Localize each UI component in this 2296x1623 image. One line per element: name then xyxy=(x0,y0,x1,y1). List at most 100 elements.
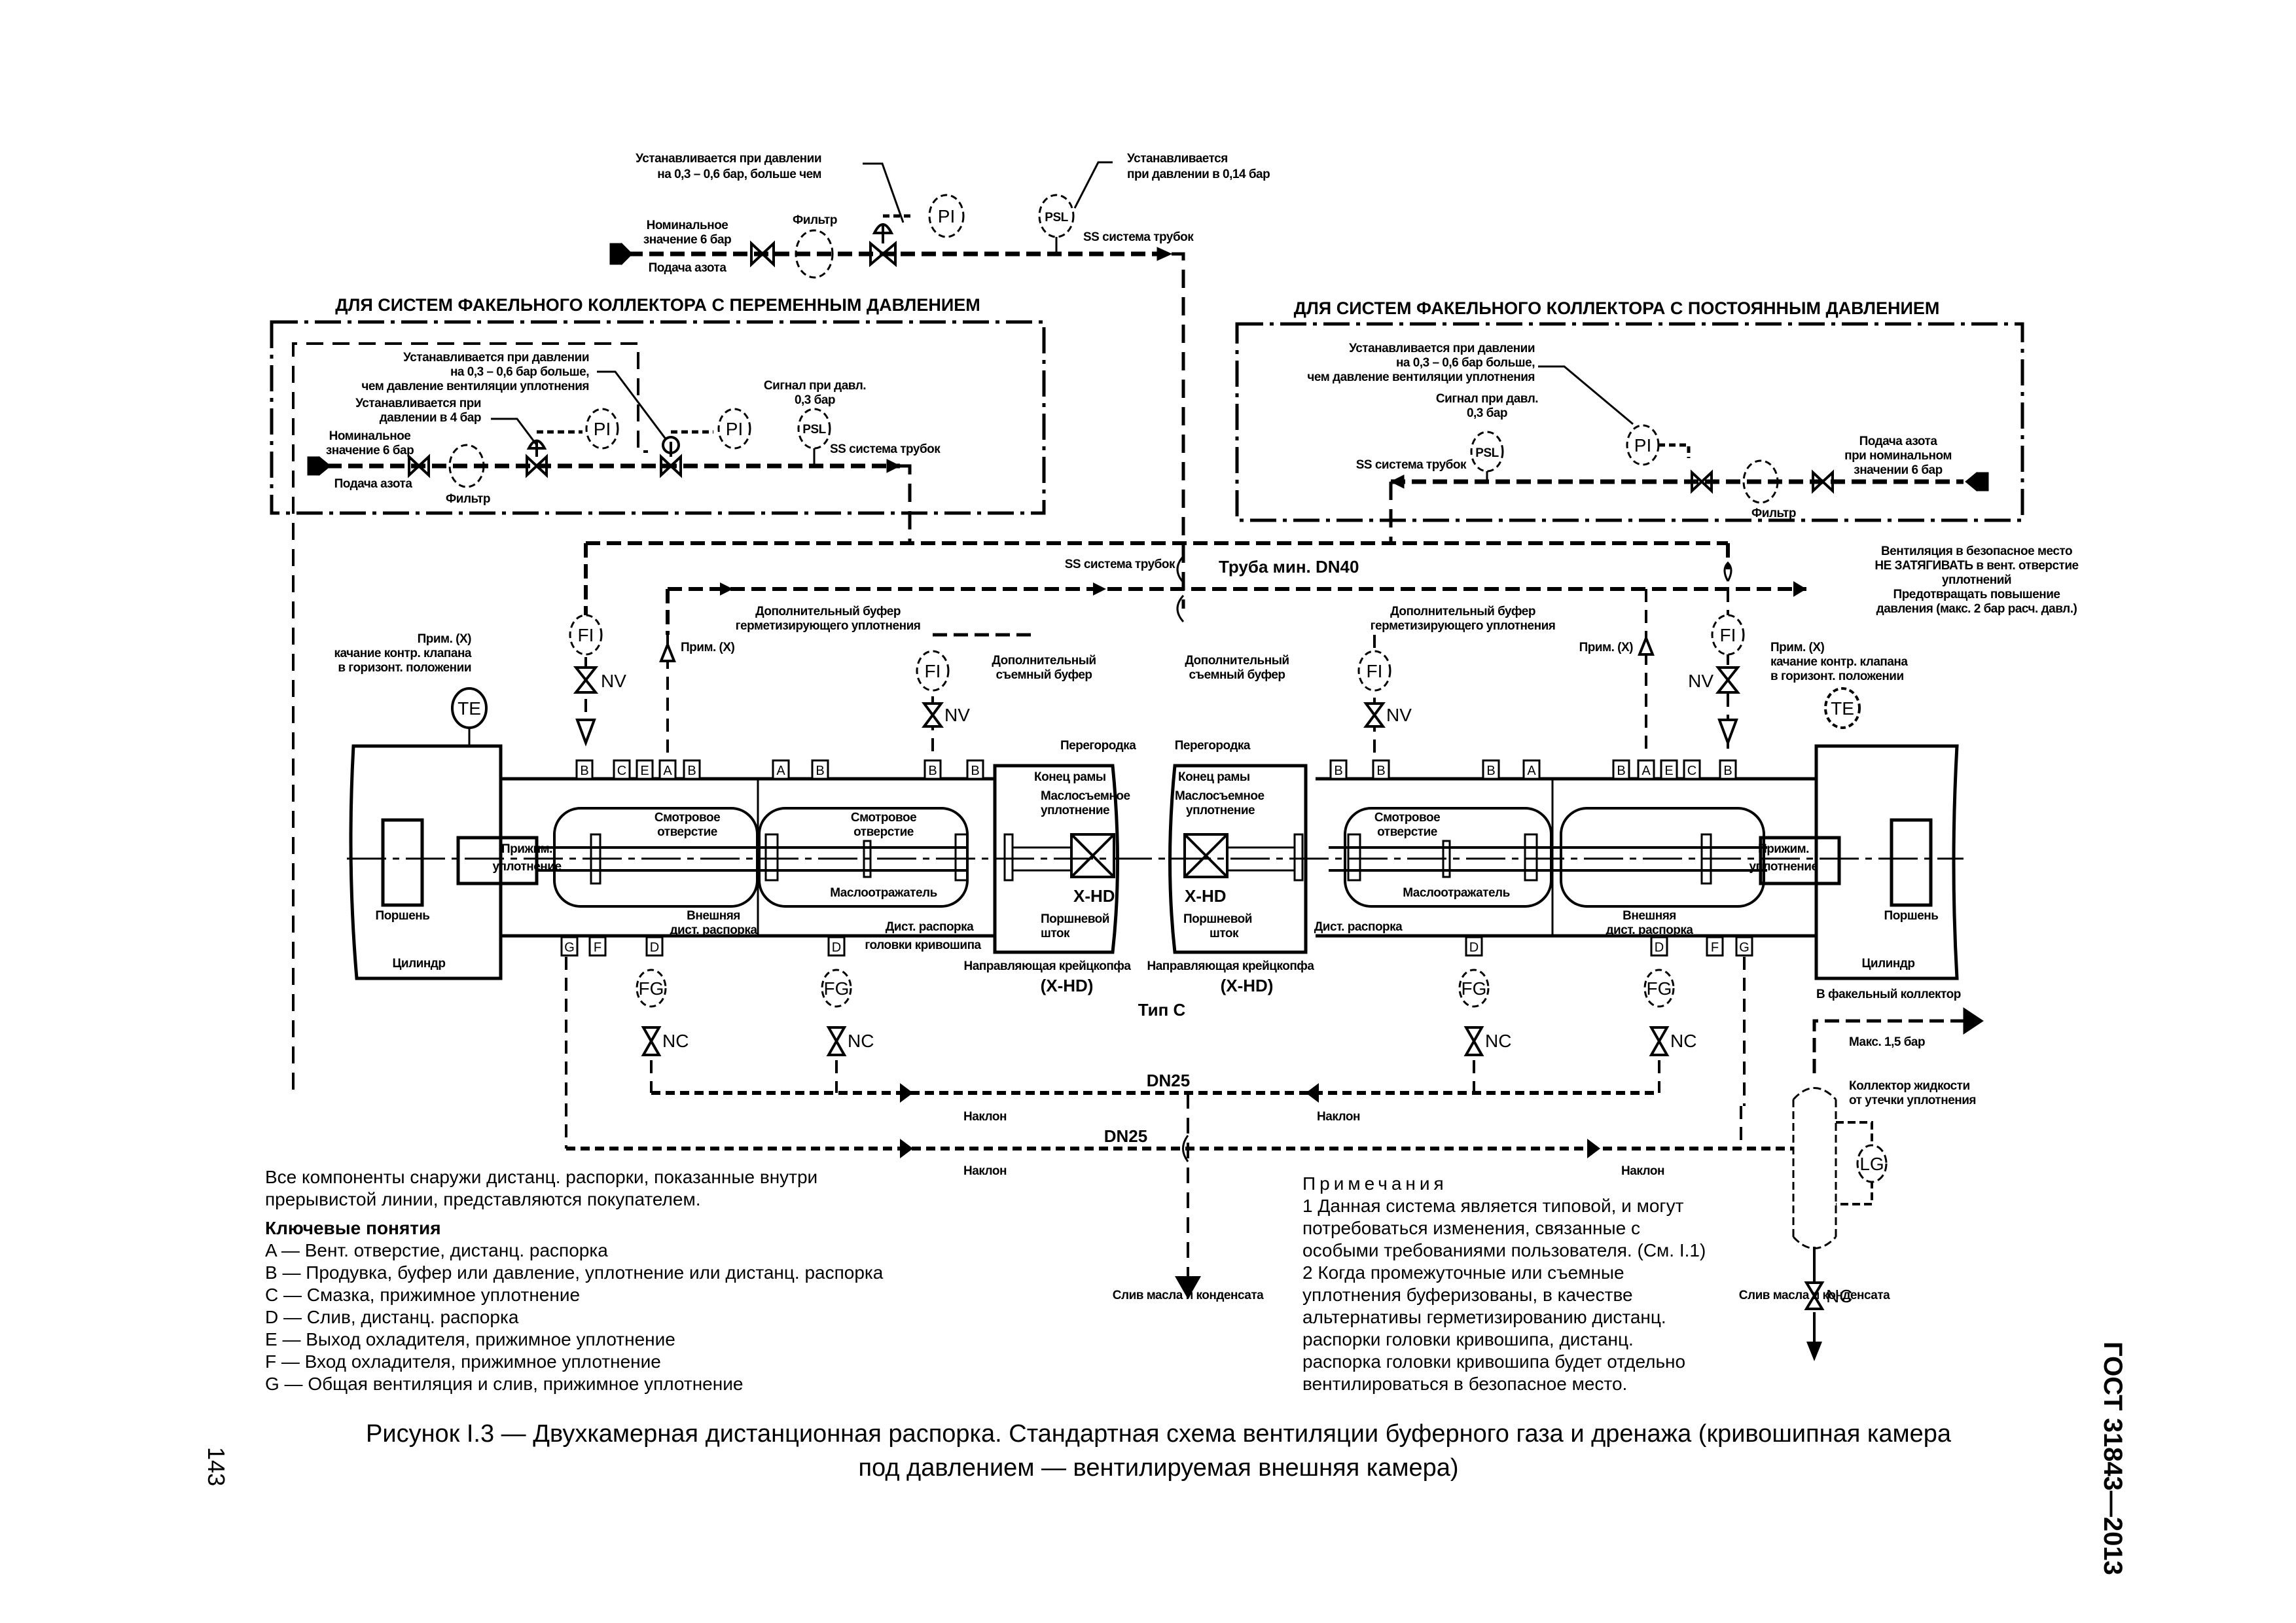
note-line-5: уплотнения буферизованы, в качестве xyxy=(1302,1285,1633,1305)
slope-2: Наклон xyxy=(1317,1110,1360,1124)
nc-4: NC xyxy=(1670,1031,1696,1051)
crosshead-guide-left-label: Направляющая крейцкопфа xyxy=(963,959,1131,973)
top-isolation-valve-icon xyxy=(750,240,775,268)
variable-box-title: ДЛЯ СИСТЕМ ФАКЕЛЬНОГО КОЛЛЕКТОРА С ПЕРЕМ… xyxy=(335,295,980,315)
vent-note-5: давления (макс. 2 бар расч. давл.) xyxy=(1876,602,2077,616)
dn25-header-upper xyxy=(651,1083,1659,1299)
top-valve-callout-1: Устанавливается при давлении xyxy=(636,152,821,166)
port-top-left-2: E xyxy=(640,764,649,778)
fi-4: FI xyxy=(1720,625,1736,645)
right-extra-buffer-2: герметизирующего уплотнения xyxy=(1371,619,1556,633)
var-ss-tubing: SS система трубок xyxy=(830,442,941,456)
note-line-6: альтернативы герметизированию дистанц. xyxy=(1302,1307,1666,1327)
left-packing-1: Прижим. xyxy=(501,842,552,856)
left-cylinder xyxy=(349,744,539,980)
vent-header-dn40 xyxy=(666,587,1806,635)
variable-pressure-box xyxy=(270,320,1046,515)
const-pi: PI xyxy=(1634,435,1651,455)
legend-item-e: E — Выход охладителя, прижимное уплотнен… xyxy=(265,1329,675,1349)
wiper-right-1: Маслосъемное xyxy=(1175,789,1265,803)
port-top-right-4-box xyxy=(1612,759,1630,780)
outer-spacer-left-1: Внешняя xyxy=(687,909,740,923)
outer-spacer-left-2: дист. распорка xyxy=(670,923,757,937)
viewport-3b: отверстие xyxy=(1377,825,1437,839)
const-ss-tubing: SS система трубок xyxy=(1356,458,1467,472)
note-line-4: 2 Когда промежуточные или съемные xyxy=(1302,1262,1624,1283)
port-top-left-2-box xyxy=(636,759,654,780)
const-callout-3: чем давление вентиляции уплотнения xyxy=(1307,370,1535,384)
legend-title: Ключевые понятия xyxy=(265,1218,441,1238)
var-reg2-callout-3: чем давление вентиляции уплотнения xyxy=(361,380,589,393)
var-signal-1: Сигнал при давл. xyxy=(764,379,866,393)
viewport-2b: отверстие xyxy=(853,825,914,839)
top-psl-callout-1: Устанавливается xyxy=(1127,152,1228,166)
port-top-right-2-box xyxy=(1482,759,1500,780)
port-bottom-right-1: D xyxy=(1655,940,1664,955)
outer-spacer-right-1: Внешняя xyxy=(1623,909,1676,923)
port-bottom-left-1-box xyxy=(588,936,607,957)
wiper-left-1: Маслосъемное xyxy=(1041,789,1130,803)
vent-note-3: уплотнений xyxy=(1942,573,2011,587)
oil-deflector-left: Маслоотражатель xyxy=(830,886,937,900)
fi-3: FI xyxy=(1367,661,1383,681)
fi-2: FI xyxy=(925,661,941,681)
xhd-paren-right: (X-HD) xyxy=(1221,976,1274,995)
ss-tubing-header xyxy=(584,541,1730,615)
top-pi-label: PI xyxy=(938,206,955,226)
port-bottom-left-3-box xyxy=(827,936,846,957)
left-note-x: Прим. (X) xyxy=(681,641,735,654)
nv-2: NV xyxy=(944,705,970,725)
legend-item-b: B — Продувка, буфер или давление, уплотн… xyxy=(265,1262,884,1283)
purchaser-note: Все компоненты снаружи дистанц. распорки… xyxy=(265,1166,817,1211)
crank-spacer-1: Дист. распорка xyxy=(886,920,974,934)
frame-end-right: Конец рамы xyxy=(1178,770,1250,784)
viewport-1b: отверстие xyxy=(657,825,717,839)
port-top-left-0: B xyxy=(580,764,588,778)
caption-line-1: Рисунок I.3 — Двухкамерная дистанционная… xyxy=(366,1420,1951,1448)
const-supply-2: при номинальном xyxy=(1844,449,1952,463)
partition-left: Перегородка xyxy=(1060,739,1136,753)
left-removable-buffer-1: Дополнительный xyxy=(992,654,1096,668)
var-signal-2: 0,3 бар xyxy=(795,393,835,407)
fg-1: FG xyxy=(639,978,664,999)
figure-caption: Рисунок I.3 — Двухкамерная дистанционная… xyxy=(340,1417,1977,1485)
port-top-left-5: A xyxy=(776,764,785,778)
port-top-right-8: B xyxy=(1723,764,1732,778)
right-cylinder-label: Цилиндр xyxy=(1862,957,1915,971)
const-signal-2: 0,3 бар xyxy=(1467,406,1507,420)
top-regulator-valve-icon xyxy=(869,214,913,268)
port-bottom-right-1-box xyxy=(1650,936,1668,957)
port-top-left-8-box xyxy=(966,759,984,780)
nc-2: NC xyxy=(848,1031,874,1051)
drain-valves xyxy=(565,936,1746,1149)
port-bottom-right-0-box xyxy=(1465,936,1483,957)
port-top-left-7-box xyxy=(924,759,942,780)
port-top-right-5-box xyxy=(1637,759,1655,780)
right-removable-buffer-2: съемный буфер xyxy=(1189,668,1285,682)
top-psl-label: PSL xyxy=(1045,211,1068,224)
constant-pressure-box xyxy=(1235,322,2024,522)
viewport-1a: Смотровое xyxy=(655,811,720,825)
var-reg2-callout-1: Устанавливается при давлении xyxy=(403,351,589,365)
middle-ss-tubing: SS система трубок xyxy=(1065,558,1175,571)
viewport-2a: Смотровое xyxy=(851,811,916,825)
xhd-left: X-HD xyxy=(1073,886,1115,906)
port-bottom-left-3: D xyxy=(832,940,841,955)
port-bottom-left-1: F xyxy=(594,940,601,955)
dn25-header-lower xyxy=(566,1135,1793,1162)
right-packing-2: уплотнение xyxy=(1749,860,1818,874)
fg-4: FG xyxy=(1647,978,1672,999)
viewport-3a: Смотровое xyxy=(1374,811,1440,825)
legend-item-c: C — Смазка, прижимное уплотнение xyxy=(265,1285,581,1305)
right-check-note-2: качание контр. клапана xyxy=(1770,655,1908,669)
port-top-left-1: C xyxy=(617,764,626,778)
legend-item-g: G — Общая вентиляция и слив, прижимное у… xyxy=(265,1374,744,1394)
dn25-upper: DN25 xyxy=(1147,1071,1190,1090)
const-psl: PSL xyxy=(1475,446,1499,460)
var-pi-1: PI xyxy=(594,419,611,439)
left-check-note-1: Прим. (X) xyxy=(418,632,472,646)
notes: Примечания 1 Данная система является тип… xyxy=(1302,1173,1706,1395)
note-line-3: особыми требованиями пользователя. (См. … xyxy=(1302,1240,1706,1260)
port-top-left-7: B xyxy=(928,764,937,778)
